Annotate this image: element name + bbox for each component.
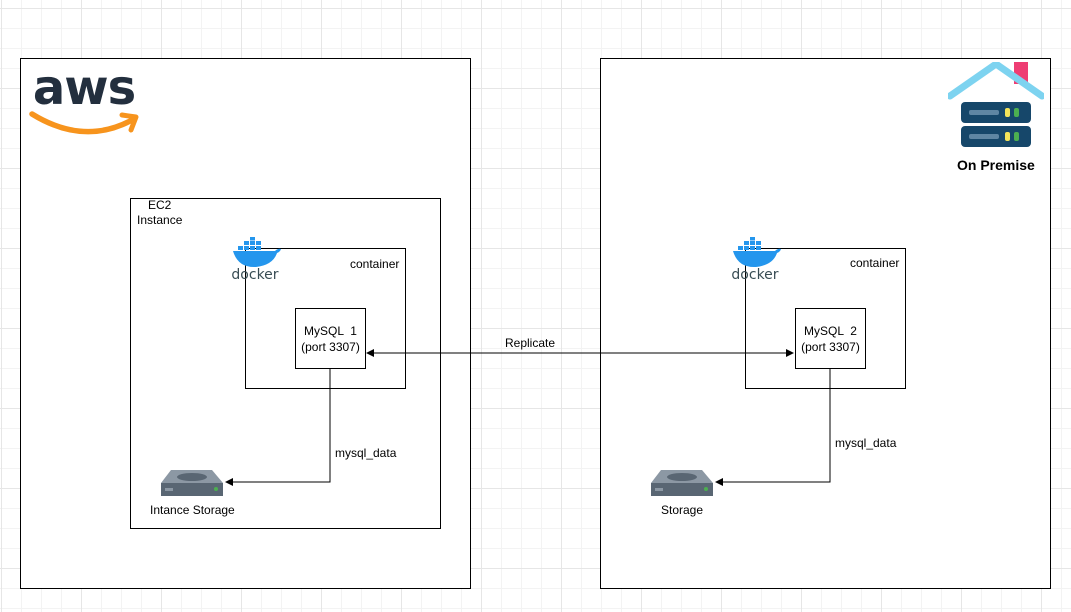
replicate-label: Replicate	[505, 336, 556, 350]
docker-container-1	[245, 248, 406, 389]
volume-connector-1	[225, 369, 331, 486]
volume-connector-2	[715, 369, 831, 486]
ec2-label-line2: Instance	[137, 213, 183, 227]
ec2-label-line1: EC2	[148, 198, 172, 212]
mysql-1-port: (port 3307)	[301, 339, 360, 354]
on-premise-server-icon	[948, 62, 1044, 147]
aws-logo: aws	[29, 62, 139, 135]
docker-2-text: docker	[731, 267, 778, 281]
container-1-label: container	[350, 257, 400, 271]
on-premise-label: On Premise	[957, 157, 1035, 173]
docker-1-text: docker	[231, 267, 278, 281]
volume-2-label: mysql_data	[835, 436, 897, 450]
mysql-1-name: MySQL 1	[304, 323, 357, 338]
hard-disk-icon	[161, 470, 223, 496]
mysql-1-node: MySQL 1 (port 3307)	[295, 308, 366, 369]
mysql-2-name: MySQL 2	[804, 323, 857, 338]
mysql-2-port: (port 3307)	[801, 339, 860, 354]
aws-logo-text: aws	[33, 62, 135, 116]
volume-1-label: mysql_data	[335, 446, 397, 460]
docker-container-2	[745, 248, 906, 389]
storage-2-label: Storage	[661, 503, 704, 517]
docker-icon: docker	[231, 237, 281, 281]
docker-icon: docker	[731, 237, 781, 281]
container-2-label: container	[850, 256, 900, 270]
hard-disk-icon	[651, 470, 713, 496]
storage-1-label: Intance Storage	[150, 503, 235, 517]
mysql-2-node: MySQL 2 (port 3307)	[795, 308, 866, 369]
